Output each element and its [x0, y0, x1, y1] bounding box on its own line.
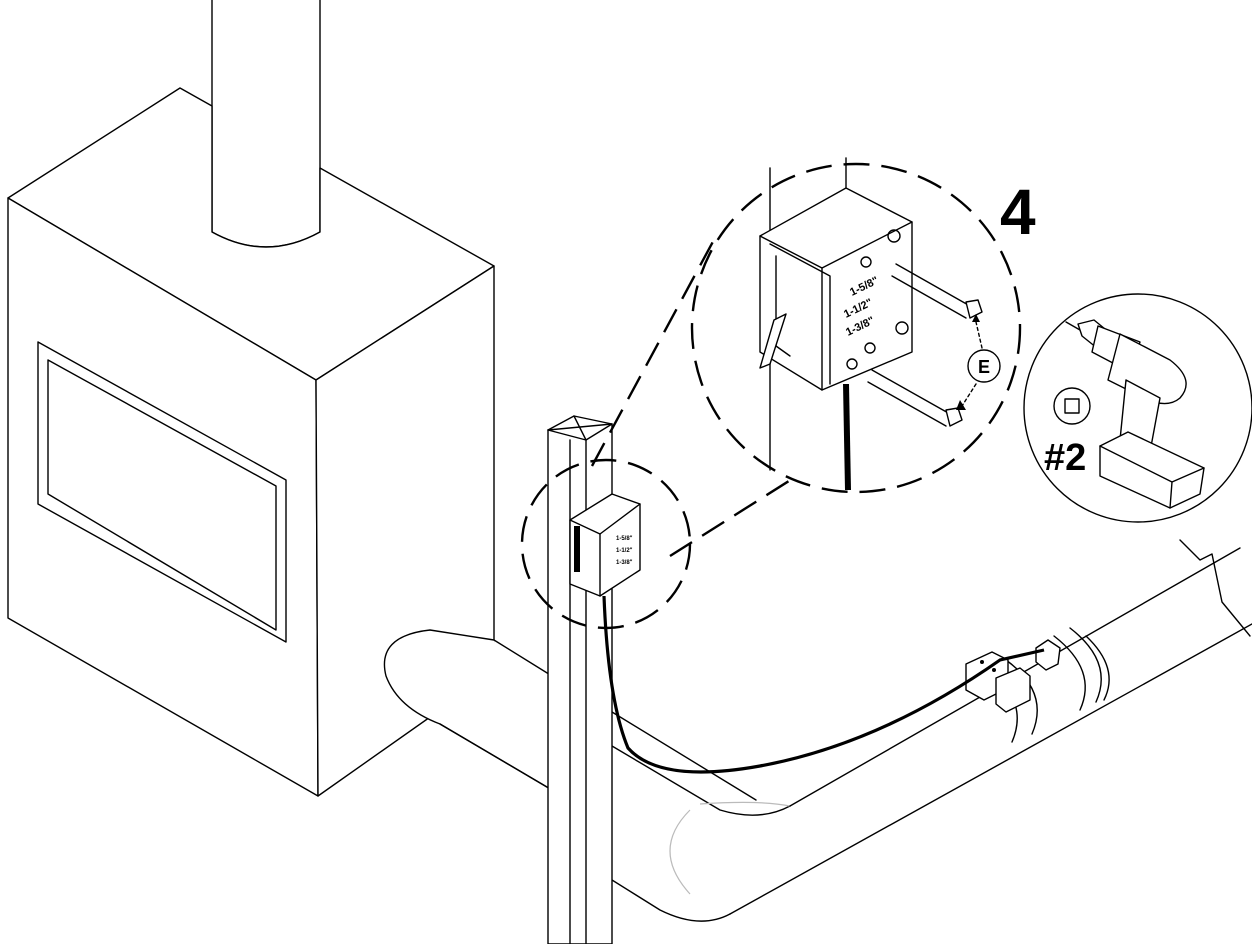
duct-pipe [383, 539, 1252, 922]
callout-letter: E [978, 357, 990, 377]
svg-text:1-5/8": 1-5/8" [616, 536, 633, 542]
enlarged-box-detail: 1-5/8" 1-1/2" 1-3/8" E [690, 157, 1022, 494]
callout-e-circle [967, 349, 1001, 383]
pipe-sensor [965, 639, 1061, 713]
step-number: 4 [1000, 176, 1036, 248]
svg-text:1-3/8": 1-3/8" [616, 560, 633, 566]
svg-text:1-1/2": 1-1/2" [616, 548, 633, 554]
tool-callout: #2 [1023, 293, 1252, 523]
wall-stud [547, 415, 613, 944]
sensor-cable [602, 595, 1045, 774]
bit-size-label: #2 [1044, 437, 1086, 479]
square-drive-bit-icon [1053, 387, 1091, 425]
cordless-drill-icon [1065, 319, 1205, 509]
